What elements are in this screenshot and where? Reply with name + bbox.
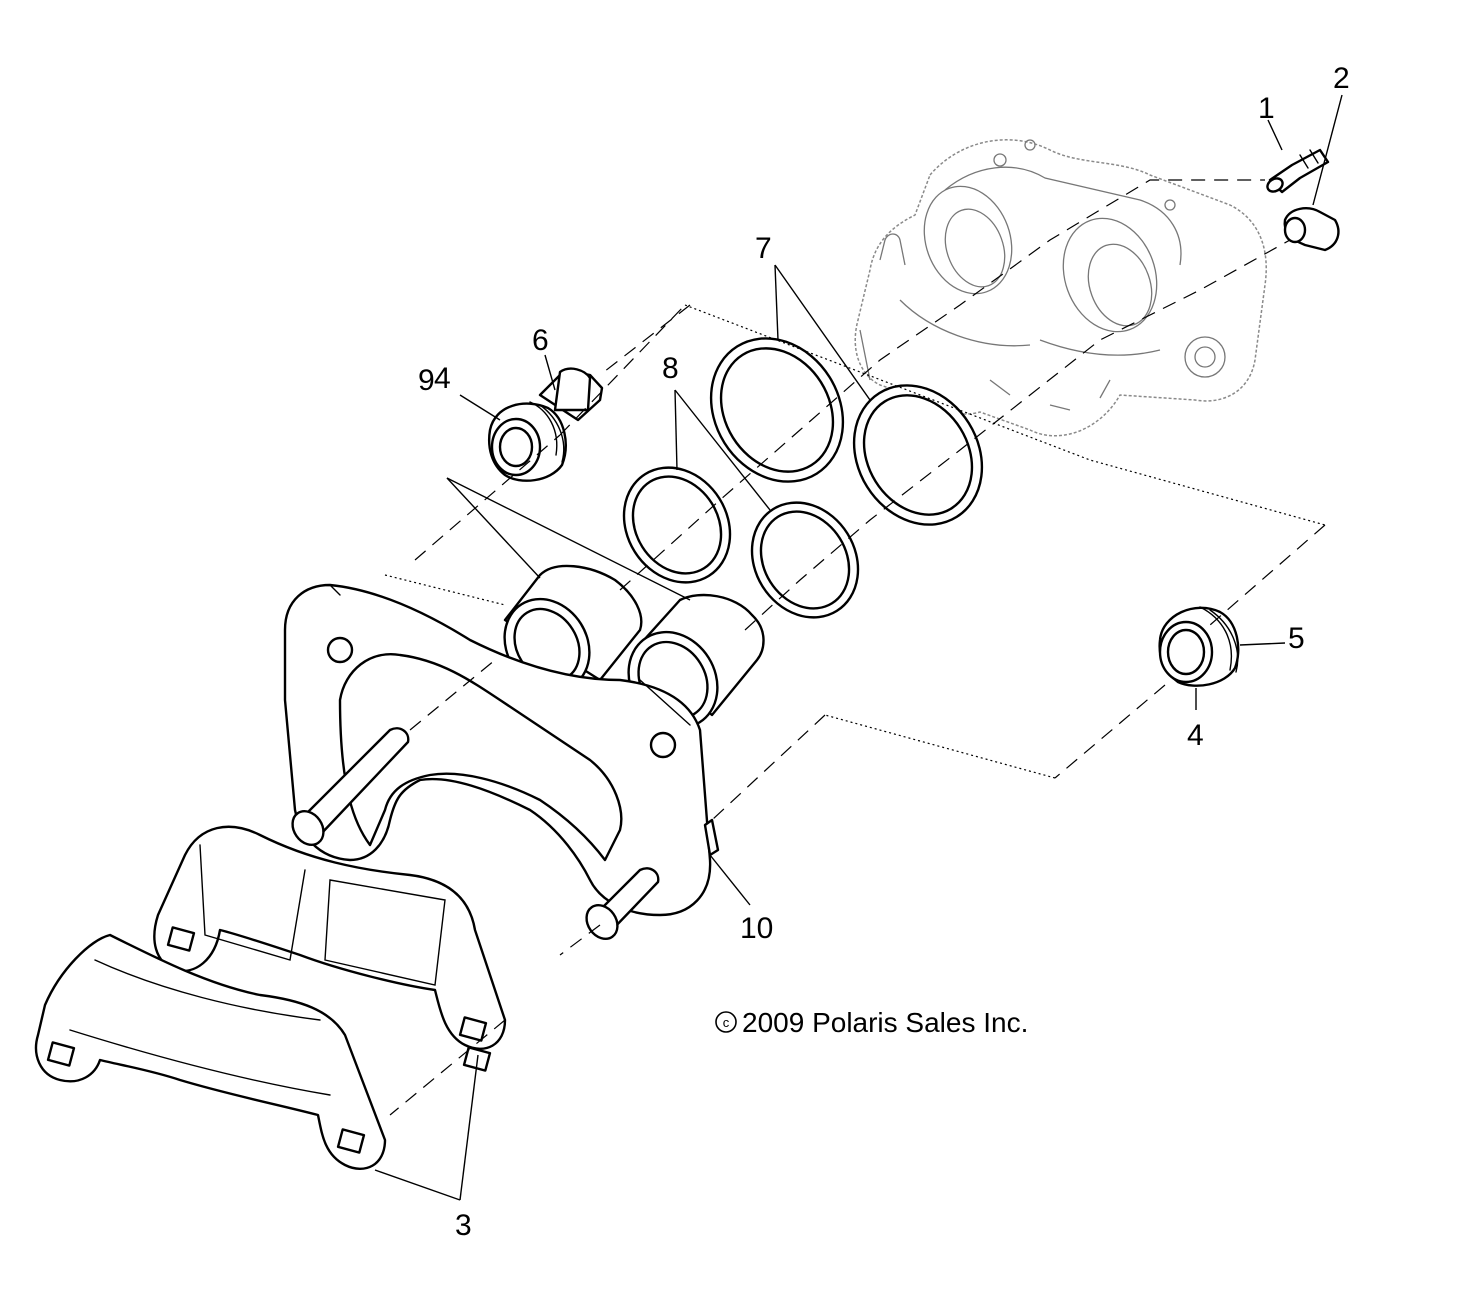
callout-4-right: 4 [1187, 719, 1204, 752]
callout-8: 8 [662, 352, 679, 385]
bracket-pin-lower [585, 867, 660, 940]
seal-ring-large-b [852, 384, 984, 526]
brake-pad-lower [34, 933, 492, 1170]
pin-boot-right [1158, 606, 1240, 687]
seal-ring-small-a [622, 466, 732, 584]
bleeder-screw [1266, 148, 1330, 194]
slide-pin [538, 367, 604, 422]
caliper-bracket [283, 583, 712, 917]
copyright-symbol: c [723, 1015, 730, 1030]
bleeder-cap [1283, 207, 1340, 252]
callout-labels: 1 2 3 4 4 5 6 7 8 9 10 [418, 62, 1350, 1242]
callout-7: 7 [755, 232, 772, 265]
callout-4-left: 4 [434, 362, 451, 395]
copyright-symbol-circle [715, 1011, 737, 1033]
callout-6: 6 [532, 324, 549, 357]
seal-ring-large-a [709, 337, 845, 483]
callout-9: 9 [418, 364, 435, 397]
callout-10: 10 [740, 912, 773, 945]
callout-3: 3 [455, 1209, 472, 1242]
callout-1: 1 [1258, 92, 1275, 125]
bracket-bolt [703, 818, 720, 857]
leader-lines [374, 94, 1343, 1201]
pin-boot-left [488, 401, 567, 482]
callout-2: 2 [1333, 62, 1350, 95]
bracket-pin-upper [291, 727, 410, 846]
assembly-lines [384, 179, 1326, 1116]
copyright-text: 2009 Polaris Sales Inc. [742, 1007, 1028, 1038]
copyright-notice: c 2009 Polaris Sales Inc. [715, 1007, 1028, 1038]
brake-pad-upper [153, 825, 507, 1050]
callout-5: 5 [1288, 622, 1305, 655]
seal-ring-small-b [750, 501, 860, 619]
